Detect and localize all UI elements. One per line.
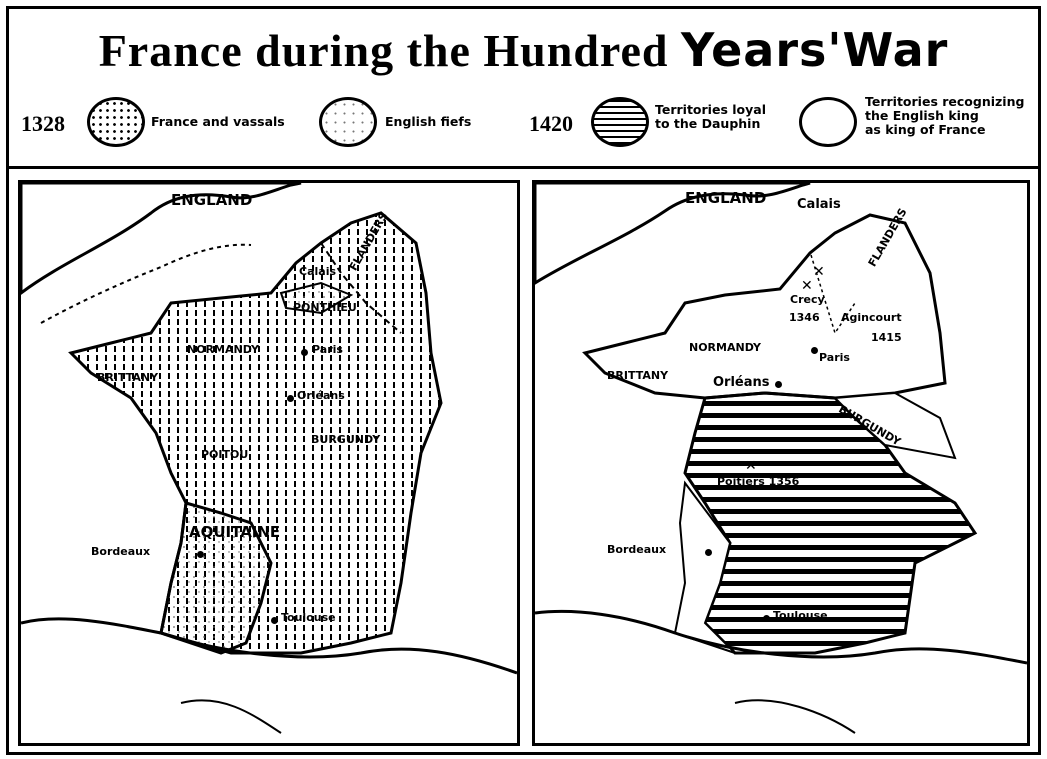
label-ponthieu: PONTHIEU	[293, 301, 357, 314]
label-calais-1420: Calais	[797, 197, 841, 212]
title-main: France during the Hundred	[98, 25, 669, 76]
label-toulouse-1328: Toulouse	[281, 611, 336, 624]
paris-marker-1420	[811, 347, 818, 354]
label-crecy-year: 1346	[789, 311, 820, 324]
label-bordeaux-1328: Bordeaux	[91, 545, 151, 558]
france-territory	[68, 211, 443, 655]
legend-label-english-king-line2: the English king	[865, 108, 979, 123]
paris-marker-1328	[301, 349, 308, 356]
map-1328-drawing	[21, 183, 517, 734]
burgundy-territory	[832, 391, 957, 460]
spain-coast-1420	[535, 609, 1027, 665]
legend-year-1328: 1328	[21, 111, 65, 136]
label-normandy-1420: NORMANDY	[689, 341, 761, 354]
toulouse-marker-1328	[271, 617, 278, 624]
label-calais-1328: Calais	[299, 265, 337, 278]
map-1420: ENGLAND Calais FLANDERS ✕ Crecy 1346 ✕ A…	[532, 180, 1030, 746]
england-coast	[21, 183, 302, 295]
legend-label-english-king-line1: Territories recognizing	[865, 94, 1025, 109]
english-king-territory	[582, 213, 947, 400]
label-poitiers: Poitiers 1356	[717, 475, 800, 488]
label-normandy-1328: NORMANDY	[187, 343, 259, 356]
ponthieu-territory	[279, 281, 354, 315]
label-england-1420: ENGLAND	[685, 189, 767, 207]
striped-circle-icon	[591, 97, 649, 147]
label-aquitaine: AQUITAINE	[189, 523, 281, 541]
legend-year-1420: 1420	[529, 111, 573, 136]
bordeaux-marker-1420	[705, 549, 712, 556]
label-paris-1328: Paris	[312, 343, 343, 356]
label-burgundy-1328: BURGUNDY	[311, 433, 381, 446]
legend-label-france-vassals: France and vassals	[151, 114, 285, 129]
label-bordeaux-1420: Bordeaux	[607, 543, 667, 556]
poitiers-battle-icon: ✕	[745, 458, 757, 474]
legend-label-dauphin-line2: to the Dauphin	[655, 116, 761, 131]
map-1328: ENGLAND FLANDERS Calais PONTHIEU NORMAND…	[18, 180, 520, 746]
map-1420-drawing	[535, 183, 1027, 734]
label-orleans-1420: Orléans	[713, 375, 770, 390]
dotted-circle-icon	[87, 97, 145, 147]
legend-label-dauphin-line1: Territories loyal	[655, 102, 766, 117]
label-brittany-1328: BRITTANY	[97, 371, 159, 384]
gascony-territory	[673, 480, 736, 654]
legend-label-dauphin: Territories loyal to the Dauphin	[655, 103, 766, 131]
label-paris-1420: Paris	[819, 351, 850, 364]
blank-circle-icon	[799, 97, 857, 147]
toulouse-marker-1420	[763, 615, 770, 622]
outer-frame	[6, 6, 1041, 755]
label-orleans-1328: Orléans	[297, 389, 345, 402]
england-coast-1420	[535, 183, 811, 285]
label-crecy: Crecy	[790, 293, 825, 306]
label-brittany-1420: BRITTANY	[607, 369, 669, 382]
orleans-marker-1420	[775, 381, 782, 388]
label-toulouse-1420: Toulouse	[773, 609, 828, 622]
header: France during the Hundred Years'War 1328…	[9, 9, 1038, 169]
orleans-marker-1328	[287, 395, 294, 402]
spain-coast	[21, 617, 517, 675]
agincourt-battle-icon: ✕	[813, 264, 825, 280]
legend: 1328 France and vassals English fiefs 14…	[9, 91, 1038, 161]
map-title: France during the Hundred Years'War	[9, 23, 1038, 77]
legend-label-english-fiefs: English fiefs	[385, 114, 472, 129]
legend-label-english-king-line3: as king of France	[865, 122, 986, 137]
aquitaine-territory	[159, 501, 273, 655]
label-agincourt-year: 1415	[871, 331, 902, 344]
label-england: ENGLAND	[171, 191, 253, 209]
title-emphasis: Years'War	[681, 23, 949, 77]
speckled-circle-icon	[319, 97, 377, 147]
legend-label-english-king: Territories recognizing the English king…	[865, 95, 1024, 137]
label-agincourt: Agincourt	[841, 311, 902, 324]
label-poitou: POITOU	[201, 448, 249, 461]
crecy-battle-icon: ✕	[801, 278, 813, 294]
bordeaux-marker-1328	[197, 551, 204, 558]
